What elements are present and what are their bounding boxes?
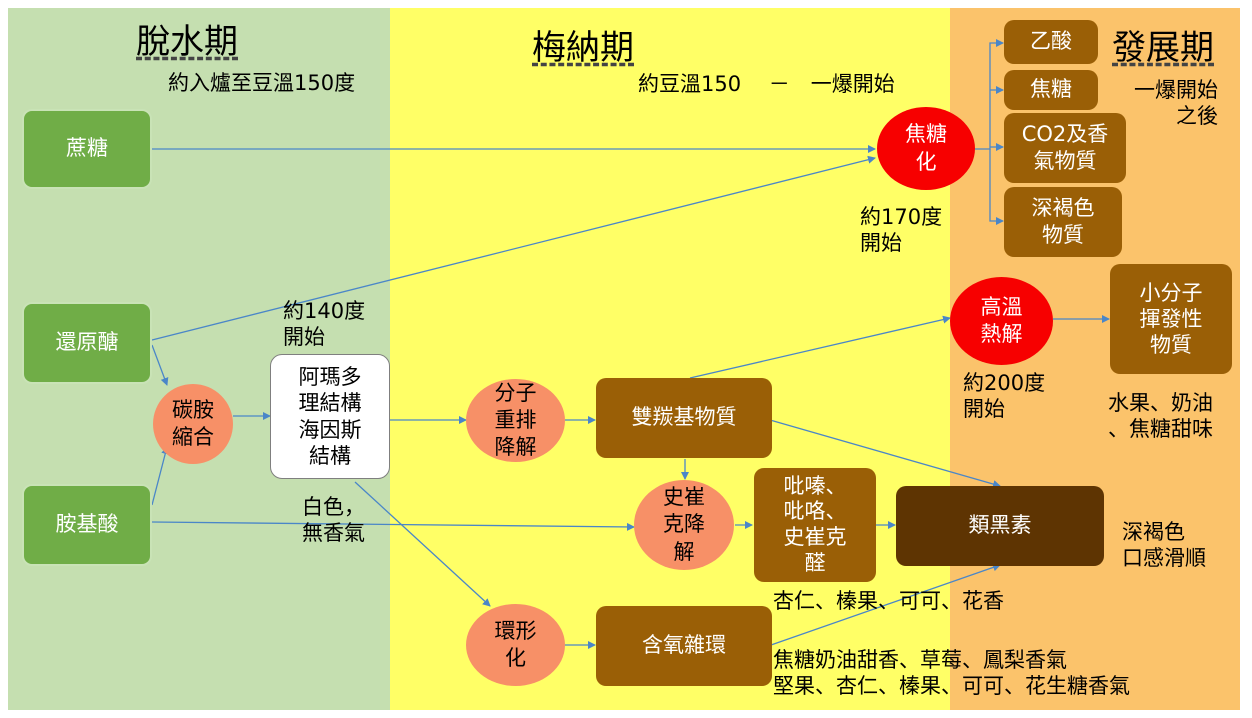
- volatile-box: 小分子 揮發性 物質: [1110, 264, 1232, 374]
- note-200: 約200度 開始: [963, 371, 1046, 422]
- dicarbonyl-box: 雙羰基物質: [596, 378, 772, 458]
- note-170: 約170度 開始: [860, 205, 943, 256]
- note-oxygen-heterocycles: 焦糖奶油甜香、草莓、鳳梨香氣 堅果、杏仁、榛果、可可、花生糖香氣: [773, 648, 1130, 699]
- acetic-acid-box: 乙酸: [1004, 20, 1098, 64]
- melanoidin-box: 類黑素: [896, 486, 1104, 566]
- pyrolysis-circle: 高溫 熱解: [950, 277, 1053, 365]
- rearrangement-circle: 分子 重排 降解: [466, 379, 565, 462]
- development-title: 發展期: [1112, 28, 1214, 68]
- note-heterocycles: 杏仁、榛果、可可、花香: [773, 589, 1004, 613]
- strecker-circle: 史崔 克降 解: [634, 480, 734, 570]
- maillard-title: 梅納期: [532, 28, 634, 68]
- note-140: 約140度 開始: [283, 299, 366, 350]
- development-subtitle: 一爆開始 之後: [1134, 78, 1218, 129]
- amino-acid-box: 胺基酸: [22, 484, 152, 566]
- sucrose-box: 蔗糖: [22, 109, 152, 189]
- heterocycles-box: 吡嗪、 吡咯、 史崔克 醛: [754, 468, 876, 582]
- note-amadori: 白色， 無香氣: [302, 495, 365, 546]
- dehydration-subtitle: 約入爐至豆溫150度: [168, 71, 356, 95]
- maillard-subtitle: 約豆溫150 － 一爆開始: [638, 72, 895, 96]
- carbonyl-amine-circle: 碳胺 縮合: [153, 384, 233, 464]
- co2-aroma-box: CO2及香 氣物質: [1004, 113, 1126, 183]
- reducing-sugar-box: 還原醣: [22, 302, 152, 384]
- caramelization-circle: 焦糖 化: [877, 107, 975, 190]
- oxygen-heterocycles-box: 含氧雜環: [596, 606, 772, 686]
- amadori-box: 阿瑪多 理結構 海因斯 結構: [270, 354, 390, 479]
- note-volatile: 水果、奶油 、焦糖甜味: [1108, 391, 1213, 442]
- note-melanoidin: 深褐色 口感滑順: [1122, 520, 1206, 571]
- dark-brown-box: 深褐色 物質: [1004, 187, 1122, 257]
- dehydration-title: 脫水期: [136, 22, 238, 62]
- cyclization-circle: 環形 化: [466, 604, 565, 686]
- caramel-box: 焦糖: [1004, 70, 1098, 110]
